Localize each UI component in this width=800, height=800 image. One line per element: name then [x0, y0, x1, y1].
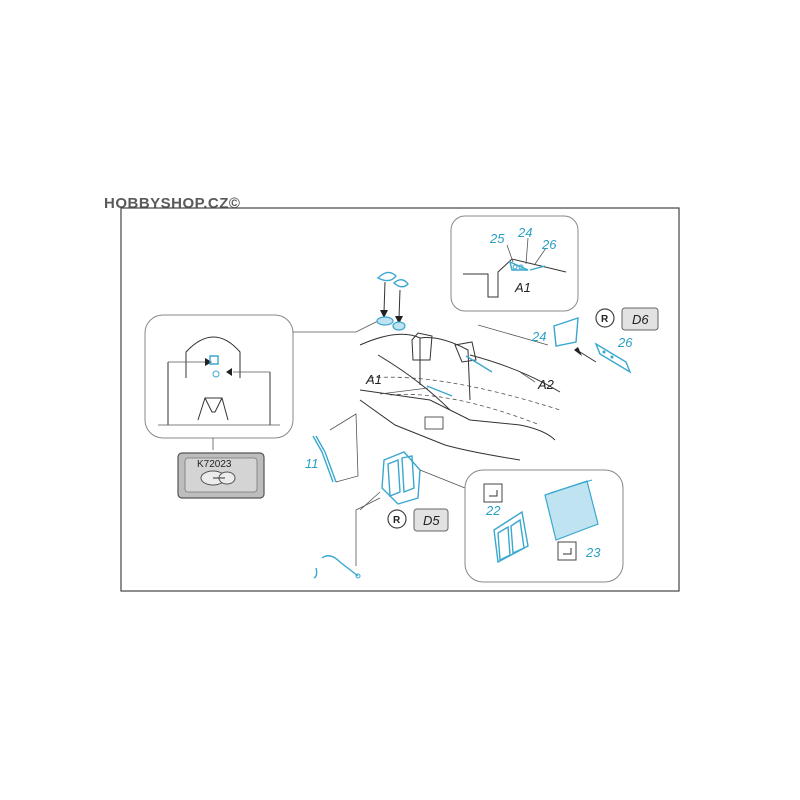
label-22: 22 — [485, 503, 501, 518]
label-section-a1: A1 — [514, 280, 531, 295]
tag-d6-text: D6 — [632, 312, 649, 327]
fold-icon-1 — [489, 490, 498, 497]
label-24: 24 — [517, 225, 532, 240]
tag-d6: R D6 — [595, 307, 659, 331]
part-wire-bottom — [313, 497, 381, 579]
tag-d5: R D5 — [387, 508, 449, 532]
fold-icon-2 — [563, 548, 572, 555]
detail-bubble-top: 25 24 26 A1 — [450, 215, 579, 312]
label-24-part: 24 — [531, 329, 546, 344]
detail-bubble-left — [144, 314, 294, 439]
frame-part-center — [359, 451, 466, 511]
label-26: 26 — [541, 237, 557, 252]
small-parts-upper — [376, 271, 409, 331]
fuselage-cockpit: A1 A2 — [359, 332, 561, 461]
label-a1-fuselage: A1 — [365, 372, 382, 387]
parts-24-26: 24 26 — [531, 317, 633, 374]
detail-bubble-bottom: 22 23 — [464, 469, 624, 583]
label-23: 23 — [585, 545, 601, 560]
label-a2-fuselage: A2 — [537, 377, 555, 392]
pe-fret: K72023 — [177, 452, 265, 499]
fret-code: K72023 — [197, 459, 232, 470]
tag-d6-symbol: R — [601, 314, 609, 325]
label-11: 11 — [305, 456, 319, 471]
label-25: 25 — [489, 231, 505, 246]
part-11: 11 — [305, 413, 359, 483]
tag-d5-symbol: R — [393, 515, 401, 526]
tag-d5-text: D5 — [423, 513, 440, 528]
label-26-part: 26 — [617, 335, 633, 350]
diagram-frame — [120, 207, 680, 592]
